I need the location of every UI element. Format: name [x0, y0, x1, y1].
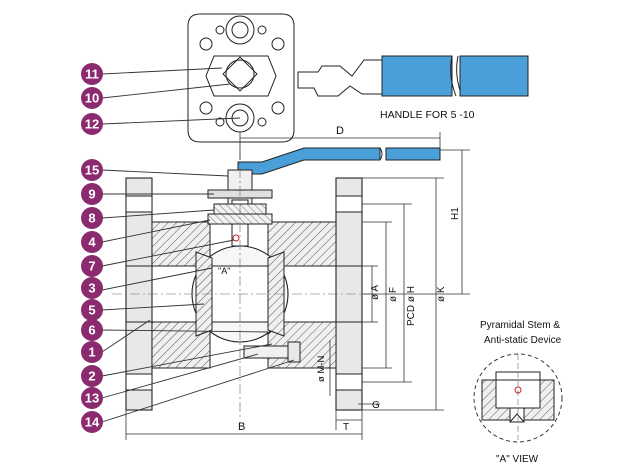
- callout-1-label: 1: [88, 345, 95, 360]
- dim-a-label: ø A: [370, 285, 381, 300]
- callout-10-label: 10: [85, 91, 99, 106]
- callout-8: 8: [81, 207, 103, 229]
- main-handle: [237, 147, 441, 175]
- pyramidal-line1: Pyramidal Stem &: [480, 320, 560, 331]
- dim-k-label: ø K: [436, 286, 447, 302]
- callout-10: 10: [81, 87, 103, 109]
- callout-6-label: 6: [88, 323, 95, 338]
- dimension-lines: [125, 132, 470, 440]
- callout-11: 11: [81, 63, 103, 85]
- dim-mn-label: ø M-N: [316, 355, 327, 382]
- callout-12-label: 12: [85, 117, 99, 132]
- callout-4-label: 4: [88, 235, 96, 250]
- callout-14: 14: [81, 411, 103, 433]
- callout-13-label: 13: [85, 391, 99, 406]
- callout-3: 3: [81, 277, 103, 299]
- callout-5-label: 5: [88, 303, 95, 318]
- callout-11-label: 11: [85, 67, 99, 82]
- dim-pcd-label: PCD ø H: [406, 286, 417, 326]
- callout-13: 13: [81, 387, 103, 409]
- dim-h1-label: H1: [450, 207, 461, 220]
- callout-9: 9: [81, 183, 103, 205]
- a-view-caption: "A" VIEW: [496, 454, 539, 465]
- callout-leaders: [101, 67, 295, 423]
- dim-g-label: G: [372, 400, 380, 411]
- dim-f-label: ø F: [388, 287, 399, 302]
- callout-12: 12: [81, 113, 103, 135]
- callout-15: 15: [81, 159, 103, 181]
- dim-d-label: D: [336, 125, 344, 137]
- valve-body-section: [112, 150, 376, 420]
- top-view-plate: [187, 13, 295, 143]
- view-a-marker: "A": [218, 266, 230, 276]
- callout-6: 6: [81, 319, 103, 341]
- callout-15-label: 15: [85, 163, 99, 178]
- callout-9-label: 9: [88, 187, 95, 202]
- callout-7-label: 7: [88, 259, 95, 274]
- callout-3-label: 3: [88, 281, 95, 296]
- handle-caption: HANDLE FOR 5 -10: [380, 109, 475, 121]
- callout-1: 1: [81, 341, 103, 363]
- pyramidal-line2: Anti-static Device: [484, 335, 562, 346]
- dim-t-label: T: [343, 422, 349, 433]
- a-view-detail: [473, 353, 563, 443]
- callout-7: 7: [81, 255, 103, 277]
- dim-b-label: B: [238, 421, 245, 433]
- callout-4: 4: [81, 231, 103, 253]
- handle-side-view: [297, 55, 529, 97]
- callout-14-label: 14: [85, 415, 100, 430]
- callout-2: 2: [81, 365, 103, 387]
- callout-5: 5: [81, 299, 103, 321]
- callout-8-label: 8: [88, 211, 95, 226]
- callout-2-label: 2: [88, 369, 95, 384]
